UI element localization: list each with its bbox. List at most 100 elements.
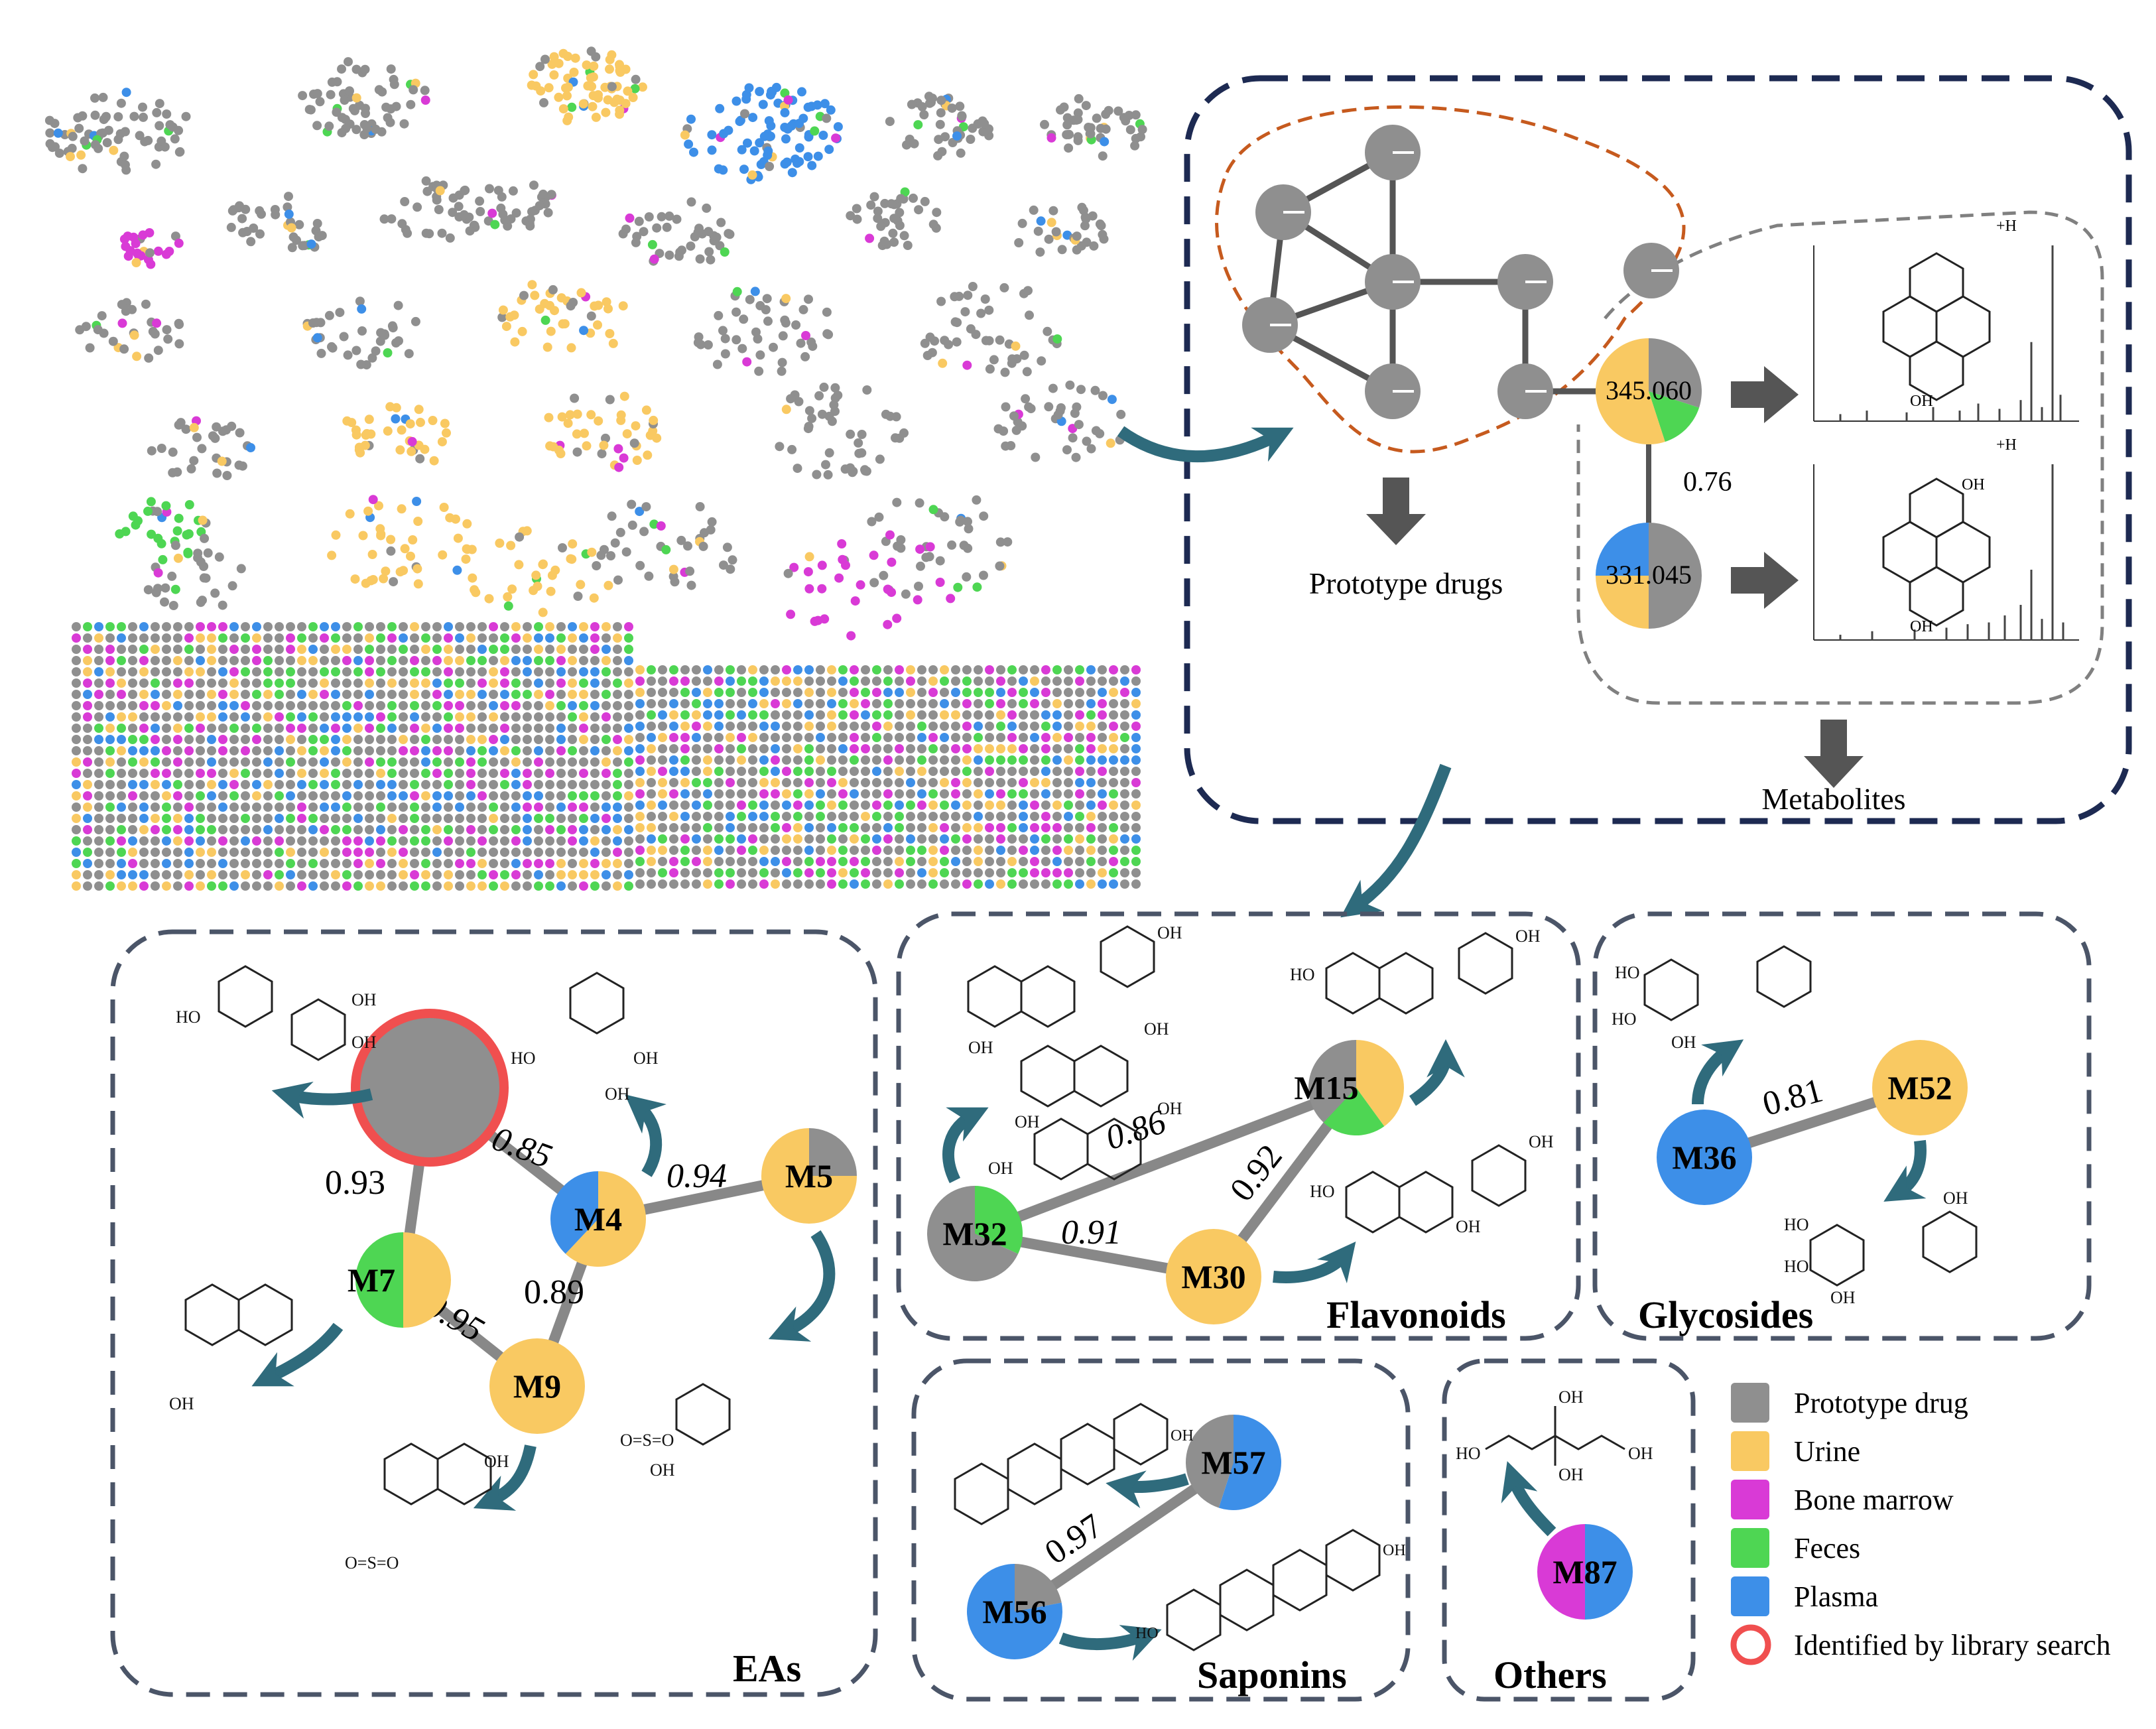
singleton-node <box>342 622 351 631</box>
network-node <box>1131 133 1141 143</box>
singleton-node <box>974 789 983 799</box>
network-node <box>312 333 322 343</box>
singleton-node <box>714 879 724 889</box>
singleton-node <box>410 701 419 710</box>
singleton-node <box>387 645 397 654</box>
network-node <box>1119 113 1129 123</box>
singleton-node <box>511 656 521 665</box>
singleton-node <box>1075 733 1084 742</box>
singleton-node <box>229 701 239 710</box>
singleton-node <box>951 767 960 776</box>
singleton-node <box>635 733 645 742</box>
others-group-label: Others <box>1493 1653 1607 1697</box>
singleton-node <box>455 656 464 665</box>
singleton-node <box>297 848 306 857</box>
singleton-node <box>613 690 622 699</box>
singleton-node <box>410 690 419 699</box>
singleton-node <box>568 825 577 834</box>
singleton-node <box>286 678 295 688</box>
singleton-node <box>184 735 194 744</box>
singleton-node <box>421 724 430 733</box>
singleton-node <box>94 667 103 676</box>
singleton-node <box>804 767 814 776</box>
singleton-node <box>263 735 273 744</box>
flv-s1-oh-c: OH <box>1144 1019 1169 1039</box>
singleton-node <box>895 755 904 765</box>
node-m9-pie <box>489 1338 585 1434</box>
network-node <box>613 444 623 454</box>
network-node <box>527 280 537 290</box>
singleton-node <box>928 789 938 799</box>
singleton-node <box>196 848 205 857</box>
network-node <box>1062 120 1072 130</box>
singleton-node <box>692 778 701 787</box>
singleton-node <box>793 744 802 753</box>
network-node <box>907 99 917 109</box>
singleton-node <box>489 780 498 789</box>
singleton-node <box>353 814 363 823</box>
singleton-node <box>297 859 306 868</box>
singleton-node <box>387 802 397 812</box>
singleton-node <box>906 857 915 866</box>
singleton-node <box>252 735 261 744</box>
singleton-node <box>105 757 115 767</box>
singleton-node <box>72 633 81 643</box>
singleton-node <box>1109 778 1118 787</box>
node-m87-pie <box>1537 1524 1633 1620</box>
singleton-node <box>703 778 712 787</box>
singleton-node <box>680 755 690 765</box>
singleton-node <box>635 789 645 799</box>
singleton-node <box>184 656 194 665</box>
network-node <box>804 406 814 416</box>
singleton-node <box>1064 846 1073 855</box>
singleton-node <box>83 848 92 857</box>
singleton-node <box>218 622 227 631</box>
singleton-node <box>477 678 487 688</box>
network-node <box>804 294 813 304</box>
singleton-node <box>816 834 825 844</box>
network-node <box>759 131 769 141</box>
singleton-node <box>365 735 374 744</box>
singleton-node <box>511 690 521 699</box>
singleton-node <box>816 688 825 697</box>
singleton-node <box>613 769 622 778</box>
singleton-node <box>669 857 678 866</box>
singleton-node <box>1120 755 1129 765</box>
network-node <box>391 101 401 111</box>
singleton-node <box>872 733 881 742</box>
network-node <box>580 428 589 438</box>
singleton-node <box>173 791 182 800</box>
network-node <box>226 222 236 232</box>
singleton-node <box>342 802 351 812</box>
singleton-node <box>692 665 701 674</box>
singleton-node <box>996 699 1005 708</box>
singleton-node <box>680 688 690 697</box>
singleton-node <box>275 870 284 879</box>
singleton-node <box>748 733 757 742</box>
singleton-node <box>466 701 476 710</box>
network-node <box>672 214 682 224</box>
singleton-node <box>962 778 972 787</box>
network-node <box>1001 402 1011 412</box>
others-panel-border <box>1442 1358 1696 1702</box>
flv-s1-oh-f: OH <box>988 1159 1013 1178</box>
network-node <box>856 580 865 590</box>
singleton-node <box>534 724 543 733</box>
singleton-node <box>1109 812 1118 821</box>
network-node <box>603 304 613 314</box>
singleton-node <box>635 710 645 720</box>
singleton-node <box>83 757 92 767</box>
network-node <box>53 128 63 138</box>
network-node <box>1080 212 1090 222</box>
singleton-node <box>940 755 949 765</box>
node-m56-label: M56 <box>982 1593 1046 1630</box>
network-node <box>914 205 924 215</box>
singleton-node <box>139 633 149 643</box>
singleton-node <box>500 836 509 846</box>
singleton-node <box>680 665 690 674</box>
singleton-node <box>275 769 284 778</box>
singleton-node <box>940 812 949 821</box>
singleton-node <box>1109 800 1118 810</box>
singleton-node <box>128 712 137 722</box>
singleton-node <box>647 778 656 787</box>
